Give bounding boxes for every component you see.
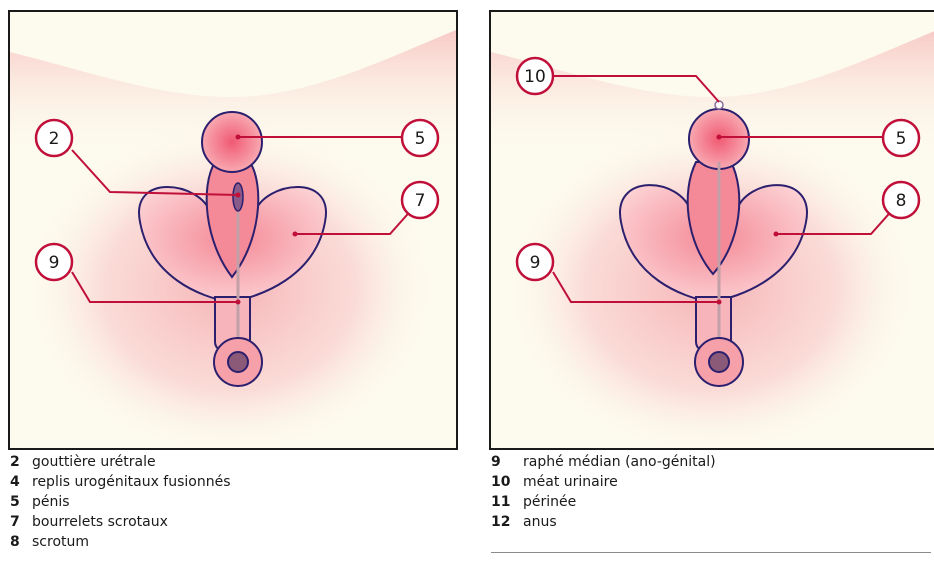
leader-dot-5 (717, 135, 722, 140)
svg-text:5: 5 (415, 129, 426, 149)
callout-7: 7 (402, 182, 438, 218)
diagram-panel-left: 2 5 7 9 (8, 10, 458, 450)
legend-text: scrotum (32, 534, 89, 550)
urinary-meatus (715, 101, 723, 109)
callout-2: 2 (36, 120, 72, 156)
callout-5: 5 (402, 120, 438, 156)
diagram-panel-right: 10 5 8 9 (489, 10, 934, 450)
penis-glans (202, 112, 262, 172)
leader-dot-9 (717, 300, 722, 305)
legend-number: 8 (10, 532, 32, 552)
leader-dot-2 (236, 193, 241, 198)
svg-text:10: 10 (524, 67, 546, 87)
legend-number: 12 (491, 512, 523, 532)
callout-10: 10 (517, 58, 553, 94)
callout-9: 9 (36, 244, 72, 280)
anus-inner (709, 352, 729, 372)
callout-8: 8 (883, 182, 919, 218)
leader-dot-5 (236, 135, 241, 140)
legend-text: périnée (523, 494, 576, 510)
legend-number: 11 (491, 492, 523, 512)
svg-text:7: 7 (415, 191, 426, 211)
svg-text:8: 8 (896, 191, 907, 211)
legend-text: gouttière urétrale (32, 454, 156, 470)
leader-dot-9 (236, 300, 241, 305)
svg-text:2: 2 (49, 129, 60, 149)
svg-text:9: 9 (49, 253, 60, 273)
legend-text: anus (523, 514, 557, 530)
legend-text: bourrelets scrotaux (32, 514, 168, 530)
legend-number: 7 (10, 512, 32, 532)
legend-number: 4 (10, 472, 32, 492)
svg-text:5: 5 (896, 129, 907, 149)
legend-number: 2 (10, 452, 32, 472)
callout-9: 9 (517, 244, 553, 280)
legend-text: pénis (32, 494, 70, 510)
leader-dot-8 (774, 232, 779, 237)
legend-number: 5 (10, 492, 32, 512)
diagram-right-svg: 10 5 8 9 (491, 12, 934, 448)
diagram-left-svg: 2 5 7 9 (10, 12, 456, 448)
legend-text: replis urogénitaux fusionnés (32, 474, 231, 490)
callout-5: 5 (883, 120, 919, 156)
leader-dot-7 (293, 232, 298, 237)
legend-text: raphé médian (ano-génital) (523, 454, 716, 470)
anus-inner (228, 352, 248, 372)
legend-text: méat urinaire (523, 474, 618, 490)
legend-divider (491, 552, 931, 553)
legend-number: 10 (491, 472, 523, 492)
legend-number: 9 (491, 452, 523, 472)
svg-text:9: 9 (530, 253, 541, 273)
